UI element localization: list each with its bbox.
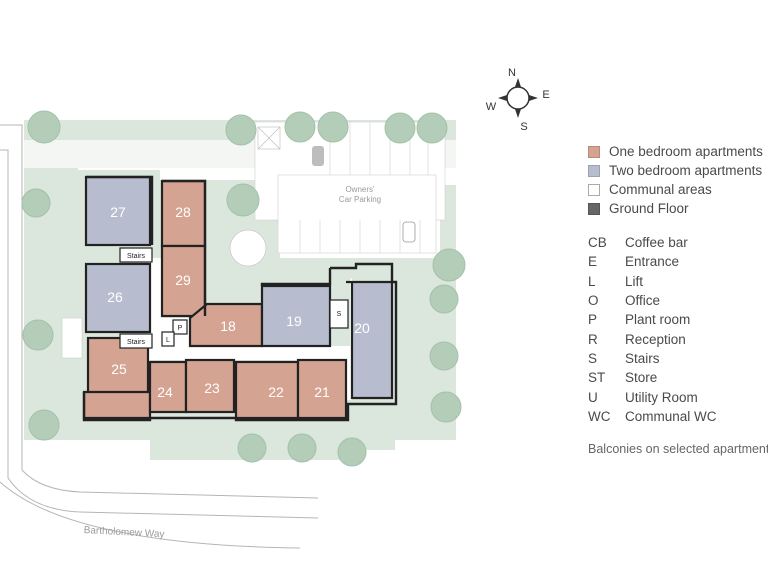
stairs-label-north: Stairs [127, 253, 145, 260]
parking-label-line-1: Owners' [345, 185, 375, 194]
apartment-26[interactable] [84, 262, 152, 334]
compass-w: W [486, 101, 497, 113]
label-29: 29 [175, 272, 191, 288]
parking-labels: Owners' Car Parking [339, 185, 381, 204]
abbr-code: U [588, 389, 598, 405]
abbr-row: CB Coffee bar [588, 233, 768, 252]
service-rooms [119, 247, 349, 349]
abbr-row: WC Communal WC [588, 407, 768, 426]
compass-e: E [542, 89, 549, 101]
label-19: 19 [286, 313, 302, 329]
abbr-meaning: Reception [625, 331, 686, 347]
apartment-27[interactable] [84, 175, 152, 247]
label-22: 22 [268, 384, 284, 400]
legend-communal: Communal areas [588, 180, 768, 199]
legend-label: One bedroom apartments [609, 144, 763, 159]
label-18: 18 [220, 318, 236, 334]
abbr-meaning: Stairs [625, 350, 660, 366]
label-21: 21 [314, 384, 330, 400]
swatch-two-bed [588, 164, 600, 177]
label-24: 24 [157, 384, 173, 400]
swatch-ground-floor [588, 202, 600, 215]
stairs-label-east: S [337, 311, 342, 318]
apartment-24[interactable] [148, 360, 188, 414]
abbr-meaning: Entrance [625, 254, 680, 270]
trees [21, 110, 466, 467]
stairs-label-south: Stairs [127, 339, 145, 346]
legend-label: Ground Floor [609, 201, 689, 216]
abbr-meaning: Lift [625, 273, 644, 289]
label-25: 25 [111, 361, 127, 377]
abbr-code: ST [588, 370, 606, 386]
unit-labels: 27 26 28 29 18 19 20 25 24 23 22 21 [107, 204, 370, 400]
apartment-21[interactable] [296, 358, 348, 420]
compass-rose: N S W E [486, 67, 550, 133]
apartment-22[interactable] [234, 360, 300, 420]
stairs-east [329, 299, 349, 329]
abbr-code: E [588, 254, 598, 270]
abbr-meaning: Utility Room [625, 389, 698, 405]
abbr-row: L Lift [588, 272, 768, 291]
label-23: 23 [204, 380, 220, 396]
stairs-south [119, 333, 153, 349]
abbr-row: O Office [588, 291, 768, 310]
abbr-meaning: Plant room [625, 312, 691, 328]
service-labels: Stairs Stairs S P L [127, 253, 342, 346]
legend-two-bed: Two bedroom apartments [588, 161, 768, 180]
abbr-code: S [588, 350, 598, 366]
abbr-meaning: Store [625, 370, 658, 386]
abbr-code: L [588, 273, 596, 289]
legend-label: Two bedroom apartments [609, 163, 763, 178]
abbr-code: P [588, 312, 598, 328]
abbr-meaning: Coffee bar [625, 235, 688, 251]
apartment-29[interactable] [160, 244, 207, 318]
apartment-20[interactable] [346, 280, 394, 400]
abbr-code: WC [588, 408, 611, 424]
swatch-one-bed [588, 145, 600, 158]
lift [161, 331, 175, 347]
communal-corridor [88, 258, 352, 400]
label-26: 26 [107, 289, 123, 305]
apartment-25-lower [82, 390, 152, 420]
label-27: 27 [110, 204, 126, 220]
abbr-code: R [588, 331, 598, 347]
lift-label: L [166, 337, 170, 344]
stairs-north [119, 247, 153, 263]
legend-label: Communal areas [609, 182, 712, 197]
swatch-communal [588, 183, 600, 196]
plant-label: P [178, 325, 183, 332]
abbr-row: R Reception [588, 329, 768, 348]
legend: One bedroom apartments Two bedroom apart… [588, 142, 768, 456]
compass-s: S [520, 121, 527, 133]
abbr-meaning: Office [625, 293, 661, 309]
abbr-meaning: Communal WC [625, 408, 717, 424]
abbr-row: ST Store [588, 368, 768, 387]
abbr-row: U Utility Room [588, 387, 768, 406]
label-28: 28 [175, 204, 191, 220]
abbr-code: CB [588, 235, 607, 251]
plant-room [172, 319, 188, 335]
abbr-row: S Stairs [588, 349, 768, 368]
apartments [82, 175, 394, 420]
abbreviation-list: CB Coffee bar E Entrance L Lift O Office P Pl… [588, 233, 768, 426]
legend-one-bed: One bedroom apartments [588, 142, 768, 161]
abbr-row: E Entrance [588, 252, 768, 271]
apartment-19[interactable] [260, 284, 332, 348]
road-lines [0, 124, 319, 549]
apartment-23[interactable] [184, 358, 236, 414]
compass-n: N [508, 67, 516, 79]
parking-label-line-2: Car Parking [339, 195, 381, 204]
abbr-row: P Plant room [588, 310, 768, 329]
balconies-note: Balconies on selected apartments [588, 441, 768, 456]
abbr-code: O [588, 293, 599, 309]
block-outline [82, 175, 398, 422]
legend-ground-floor: Ground Floor [588, 199, 768, 218]
label-20: 20 [354, 320, 370, 336]
